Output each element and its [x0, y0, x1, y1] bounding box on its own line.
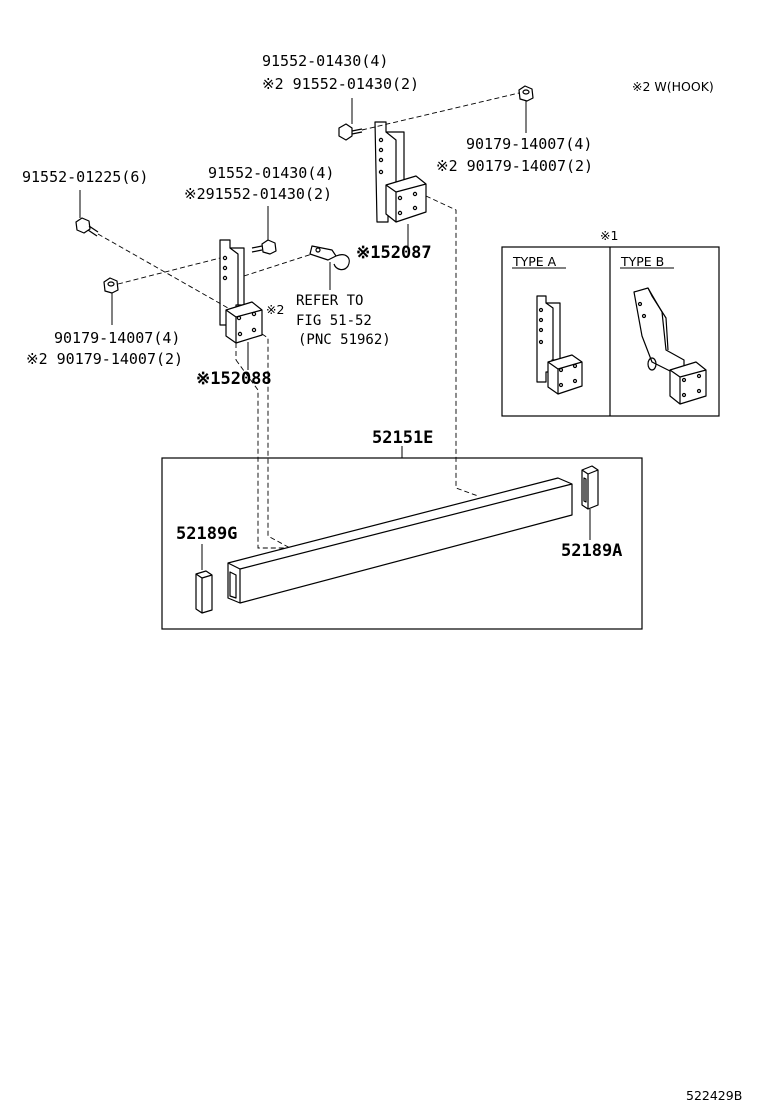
label-refer-line3: (PNC 51962) — [298, 332, 391, 348]
label-type-a: TYPE A — [512, 254, 557, 269]
bracket-52087 — [374, 121, 427, 223]
bracket-52088 — [219, 239, 263, 344]
label-bolt-left: 91552-01225(6) — [22, 168, 148, 186]
label-bolt-top-1: 91552-01430(4) — [262, 52, 388, 70]
label-nut-top-2: ※2 90179-14007(2) — [436, 157, 593, 175]
label-hook-note: ※2 W(HOOK) — [632, 79, 714, 94]
label-bracket-52088: ※152088 — [196, 369, 272, 389]
nut-90179-14007-left — [103, 277, 119, 294]
label-nut-left-1: 90179-14007(4) — [54, 329, 180, 347]
label-bolt-mid-1: 91552-01430(4) — [208, 164, 334, 182]
bolt-91552-01430-top — [338, 123, 363, 141]
label-figure-code: 522429B — [686, 1088, 742, 1103]
nut-90179-14007-top — [518, 85, 534, 102]
label-bolt-mid-2: ※291552-01430(2) — [184, 185, 332, 203]
label-pad-52189g: 52189G — [176, 524, 237, 544]
label-refer-line2: FIG 51-52 — [296, 313, 372, 329]
label-inset-title: ※1 — [600, 228, 618, 243]
pad-52189g — [195, 570, 213, 614]
label-bolt-top-2: ※2 91552-01430(2) — [262, 75, 419, 93]
bolt-91552-01430-mid — [251, 239, 277, 255]
bumper-rail-52151e — [227, 477, 573, 604]
label-pad-52189a: 52189A — [561, 541, 622, 561]
pad-52189a — [581, 465, 599, 510]
label-nut-top-1: 90179-14007(4) — [466, 135, 592, 153]
inset-bracket-type-b — [633, 287, 707, 405]
type-inset-box — [501, 246, 720, 417]
label-refer-prefix: ※2 — [266, 302, 284, 317]
bolt-91552-01225 — [75, 217, 99, 237]
label-refer-line1: REFER TO — [296, 293, 363, 309]
label-bracket-52087: ※152087 — [356, 243, 432, 263]
hook-w — [309, 245, 350, 271]
label-bumper-52151e: 52151E — [372, 428, 433, 448]
label-type-b: TYPE B — [620, 254, 664, 269]
label-nut-left-2: ※2 90179-14007(2) — [26, 350, 183, 368]
inset-bracket-type-a — [536, 295, 583, 395]
